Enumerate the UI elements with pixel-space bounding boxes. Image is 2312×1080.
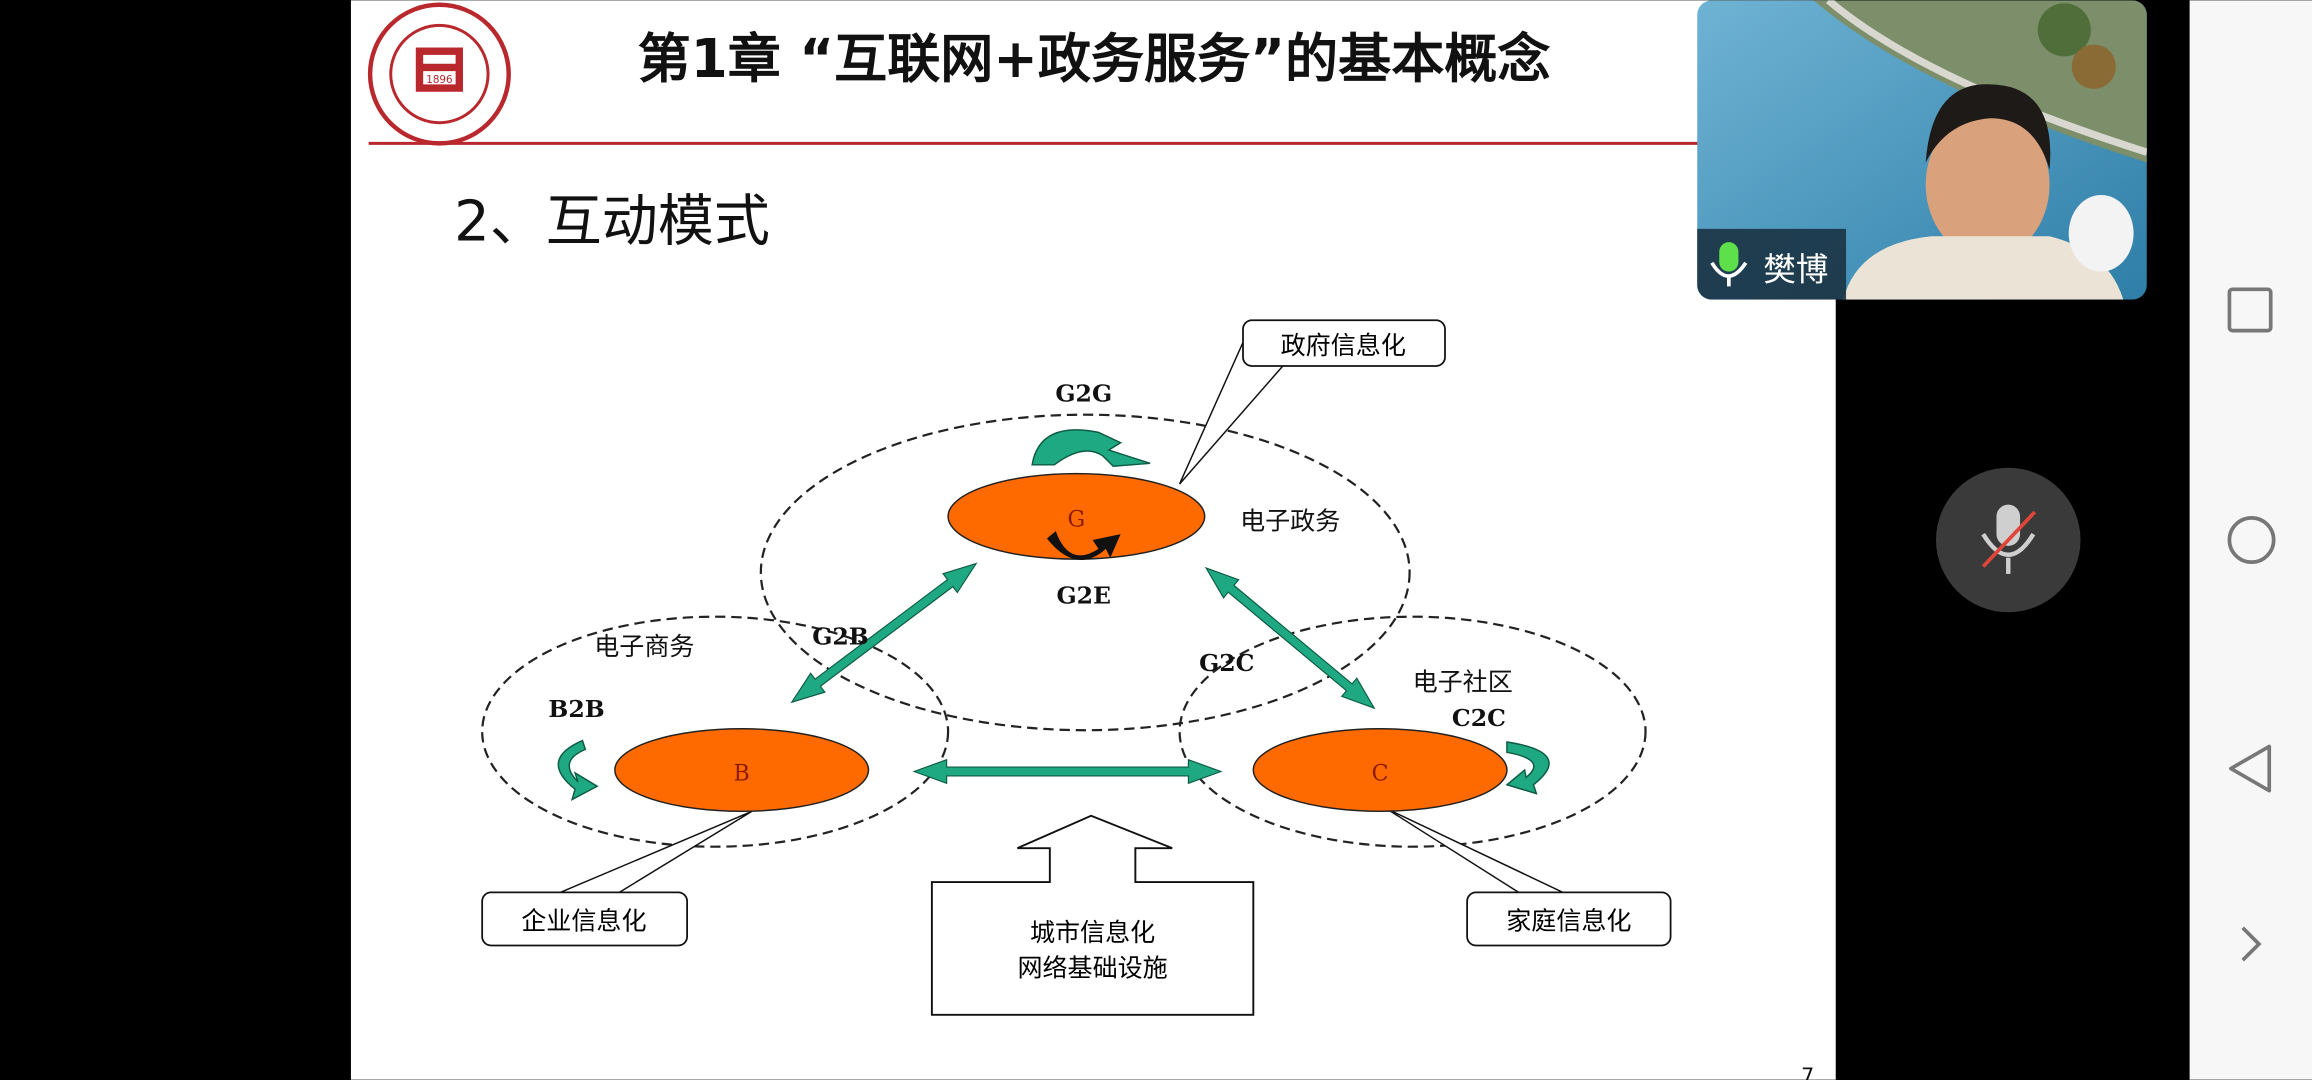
expand-icon[interactable] [2241, 926, 2262, 962]
label-g2b: G2B [812, 623, 868, 651]
recent-apps-icon[interactable] [2227, 287, 2273, 333]
back-icon[interactable] [2229, 744, 2272, 793]
callout-family: 家庭信息化 [1385, 807, 1672, 947]
university-logo: 1896 [367, 2, 511, 146]
node-b [614, 727, 870, 813]
c2c-loop-arrow [1505, 741, 1550, 795]
slide-title: 第1章 “互联网+政务服务”的基本概念 [638, 28, 1551, 90]
egov-domain [759, 413, 1411, 732]
svg-text:1896: 1896 [426, 74, 452, 86]
label-g2c: G2C [1199, 649, 1254, 677]
label-g2g: G2G [1055, 379, 1112, 407]
b2c-double-arrow [912, 758, 1223, 785]
slide-subtitle: 2、互动模式 [454, 190, 770, 255]
city-infrastructure-block: 城市信息化 网络基础设施 [930, 814, 1255, 1016]
svg-text:城市信息化: 城市信息化 [1030, 918, 1155, 947]
home-icon[interactable] [2227, 516, 2276, 564]
ecommerce-domain [481, 615, 950, 848]
svg-text:B: B [734, 760, 750, 786]
label-b2b: B2B [548, 695, 604, 723]
svg-text:企业信息化: 企业信息化 [521, 906, 646, 935]
svg-text:G: G [1068, 507, 1086, 533]
svg-text:网络基础设施: 网络基础设施 [1017, 953, 1167, 982]
g2g-loop-arrow [1031, 429, 1151, 468]
participant-name: 樊博 [1763, 250, 1828, 288]
g2e-loop-arrow [1046, 531, 1121, 560]
interaction-diagram: 政府信息化 企业信息化 家庭信息化 城市信息化 网络基础设施 [481, 319, 1672, 1016]
label-c2c: C2C [1452, 704, 1506, 732]
mic-on-icon [1710, 242, 1748, 287]
g2b-double-arrow [790, 562, 978, 704]
svg-text:政府信息化: 政府信息化 [1281, 331, 1406, 360]
slide: 1896 第1章 “互联网+政务服务”的基本概念 2、互动模式 政府信息化 企业… [350, 0, 1836, 1080]
label-ecommunity: 电子社区 [1413, 667, 1513, 696]
label-egov: 电子政务 [1240, 507, 1340, 536]
ecommunity-domain [1178, 615, 1647, 848]
label-ecommerce: 电子商务 [594, 632, 694, 661]
b2b-loop-arrow [557, 739, 599, 801]
node-c [1252, 727, 1508, 813]
page-number: 7 [1801, 1064, 1814, 1080]
svg-text:C: C [1372, 760, 1389, 786]
callout-enterprise: 企业信息化 [481, 810, 753, 947]
mute-toggle-button[interactable] [1936, 467, 2081, 613]
svg-text:家庭信息化: 家庭信息化 [1506, 906, 1631, 935]
participant-video[interactable]: 樊博 [1697, 0, 2147, 300]
muted-microphone-icon [1981, 504, 2037, 574]
navigation-bar [2189, 0, 2312, 1080]
label-g2e: G2E [1056, 581, 1111, 609]
g2c-double-arrow [1204, 566, 1376, 710]
callout-gov: 政府信息化 [1178, 319, 1446, 485]
